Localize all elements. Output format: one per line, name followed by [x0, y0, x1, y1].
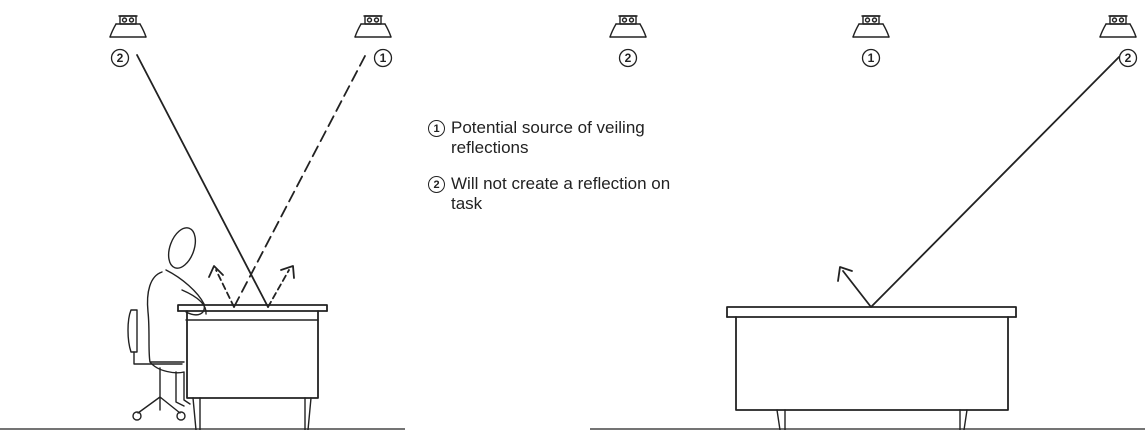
- reflection-arrow-dashed: [267, 269, 290, 308]
- legend-text: Will not create a reflection on task: [451, 174, 671, 213]
- fixture-icon: [109, 15, 147, 38]
- desk: [177, 304, 328, 430]
- legend-marker: 1: [428, 120, 445, 137]
- fixture-icon: [1099, 15, 1137, 38]
- legend: 1 Potential source of veiling reflection…: [428, 118, 688, 230]
- right-panel: 2 1 2: [590, 15, 1145, 430]
- fixture-label: 1: [380, 51, 387, 65]
- arrow-head: [208, 265, 224, 278]
- legend-item: 1 Potential source of veiling reflection…: [428, 118, 688, 158]
- arrow-head: [837, 266, 853, 282]
- fixture-icon: [852, 15, 890, 38]
- light-ray-solid: [136, 54, 269, 308]
- fixture-icon: [354, 15, 392, 38]
- fixture-label: 2: [117, 51, 124, 65]
- left-panel: 2 1: [0, 15, 405, 430]
- reflection-arrow-solid: [842, 270, 872, 308]
- light-ray-solid: [870, 56, 1120, 308]
- legend-text: Potential source of veiling reflections: [451, 118, 645, 157]
- reflection-arrow-dashed: [215, 269, 235, 308]
- fixture-icon: [609, 15, 647, 38]
- light-ray-dashed: [233, 55, 366, 308]
- fixture-label: 1: [868, 51, 875, 65]
- arrow-head: [280, 265, 295, 279]
- legend-marker: 2: [428, 176, 445, 193]
- fixture-label: 2: [1125, 51, 1132, 65]
- desk: [726, 306, 1017, 430]
- office-chair: [127, 309, 186, 421]
- fixture-label: 2: [625, 51, 632, 65]
- seated-person: [146, 227, 207, 407]
- legend-item: 2 Will not create a reflection on task: [428, 174, 688, 214]
